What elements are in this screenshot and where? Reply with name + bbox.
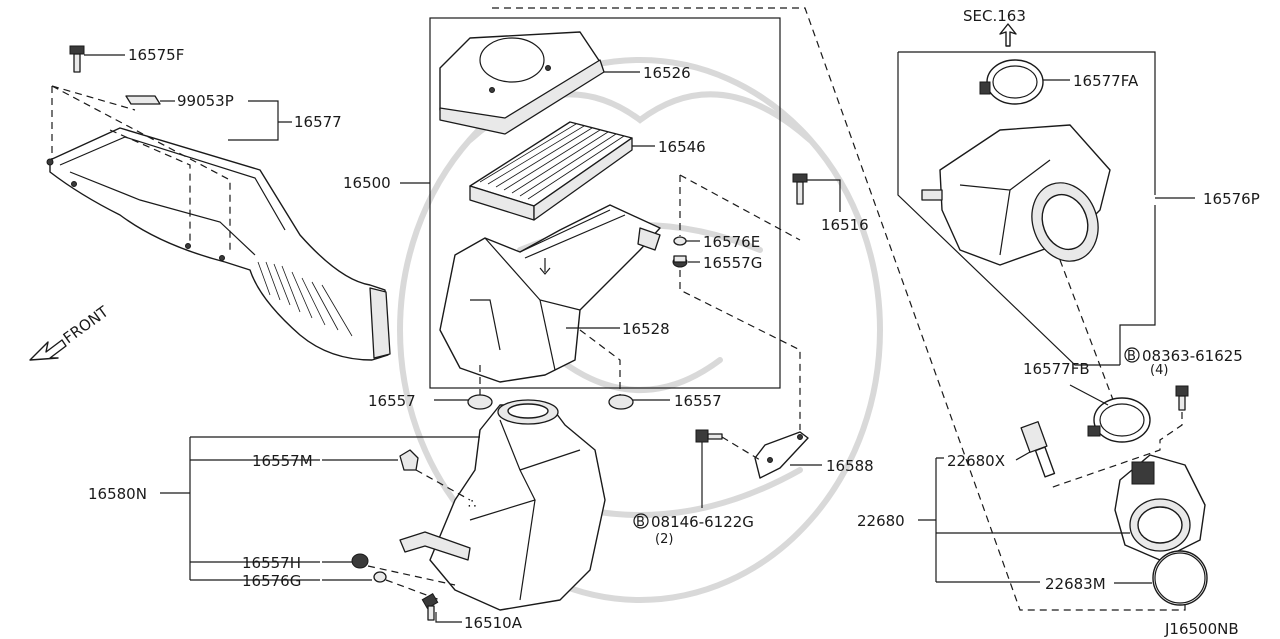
label-08363: 08363-61625 [1142,347,1243,365]
washer-16576G[interactable] [373,571,387,583]
frame-16500 [429,17,781,389]
label-16580N: 16580N [88,485,147,503]
sec-163-arrow [999,23,1017,47]
label-16575F: 16575F [128,46,184,64]
label-16576E: 16576E [703,233,760,251]
label-16557-left: 16557 [368,392,416,410]
label-16576P: 16576P [1203,190,1260,208]
grommet-16557-left[interactable] [467,394,493,410]
seal-ring-22683M[interactable] [1152,550,1208,606]
label-16577FA: 16577FA [1073,72,1139,90]
b-symbol-08363 [1124,347,1140,363]
label-16557-right: 16557 [674,392,722,410]
svg-text:∴: ∴ [468,497,476,512]
svg-text:B: B [1127,349,1136,364]
bolt-08363[interactable] [1175,385,1189,411]
grommet-16557H[interactable] [351,553,369,569]
label-22680X: 22680X [947,452,1005,470]
sec-163-label: SEC.163 [963,7,1026,25]
grommet-16557-right[interactable] [608,394,634,410]
washer-16576E[interactable] [673,236,687,246]
sensor-22680X[interactable] [1020,421,1056,478]
label-16510A: 16510A [464,614,523,632]
label-16577: 16577 [294,113,342,131]
throttle-body-16576P[interactable] [921,124,1111,271]
svg-text:B: B [636,515,645,530]
front-indicator: FRONT [29,302,113,361]
label-99053P: 99053P [177,92,234,110]
b-symbol-08146 [633,513,649,529]
lower-case-16528[interactable] [439,204,661,383]
label-plate-99053P[interactable] [125,95,161,105]
cover-16526[interactable] [439,31,605,135]
qty-08363: (4) [1150,363,1168,378]
label-22683M: 22683M [1045,575,1106,593]
label-16588: 16588 [826,457,874,475]
grommet-16557G[interactable] [672,255,688,268]
bolt-16516[interactable] [792,173,808,205]
diagram-code: J16500NB [1164,620,1239,638]
bracket-16588[interactable] [754,431,809,479]
filter-element-16546[interactable] [469,121,633,221]
clip-16575F[interactable] [69,45,85,73]
resonator-16580N[interactable]: ∴ [399,399,606,611]
clamp-16577FA[interactable] [979,59,1044,105]
label-16528: 16528 [622,320,670,338]
label-16516: 16516 [821,216,869,234]
label-16546: 16546 [658,138,706,156]
clamp-16577FB[interactable] [1087,397,1151,443]
qty-08146: (2) [655,532,673,547]
front-label: FRONT [60,302,113,347]
label-16500: 16500 [343,174,391,192]
bolt-16510A[interactable] [421,592,439,621]
bolt-08146[interactable] [695,429,723,443]
label-22680: 22680 [857,512,905,530]
grommet-16557M[interactable] [399,449,419,471]
maf-housing-22680[interactable] [1114,454,1206,561]
label-16557H: 16557H [242,554,301,572]
label-16577FB: 16577FB [1023,360,1090,378]
label-16557G: 16557G [703,254,762,272]
label-16576G: 16576G [242,572,301,590]
label-16526: 16526 [643,64,691,82]
label-16557M: 16557M [252,452,313,470]
air-duct-16577[interactable] [46,127,391,361]
label-08146: 08146-6122G [651,513,754,531]
